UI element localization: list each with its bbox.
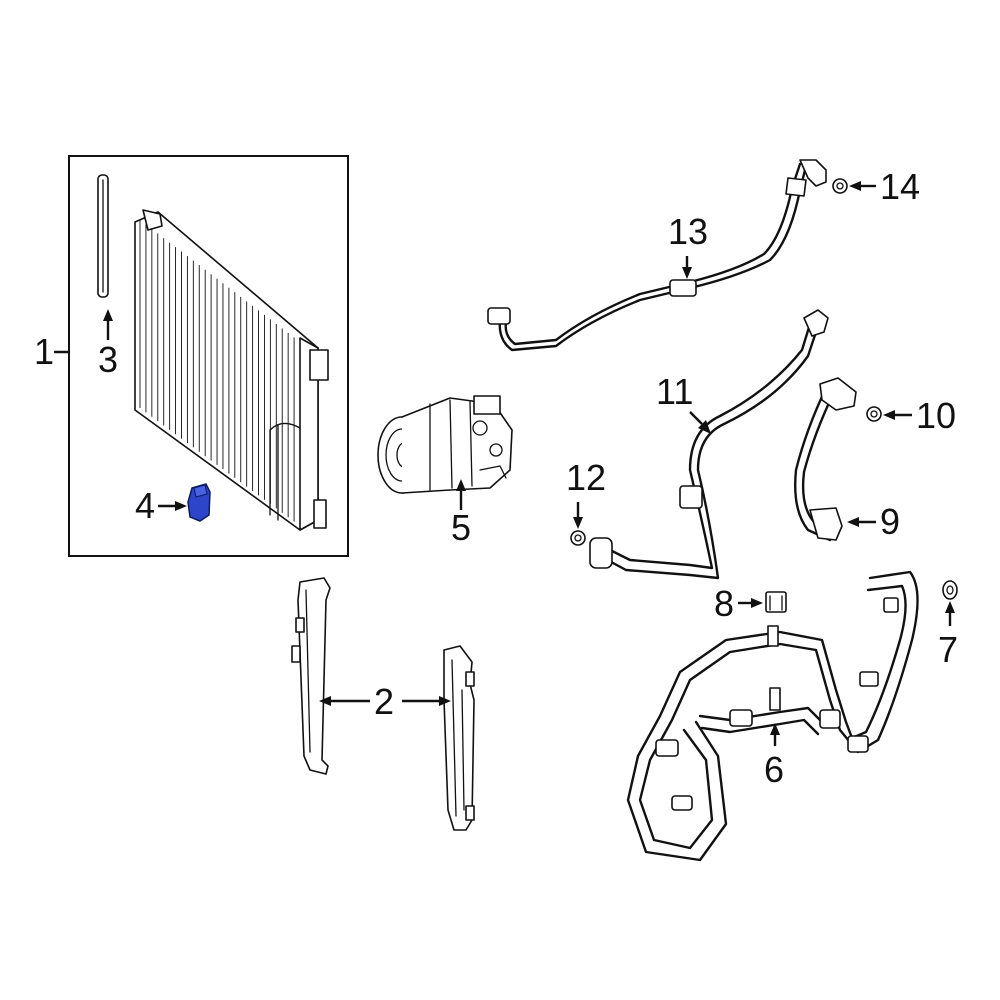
callout-1: 1 [34, 331, 54, 372]
o-ring-14[interactable] [832, 178, 848, 194]
condenser-assembly-group: 1 3 4 [34, 155, 349, 557]
brackets-group: 2 [291, 577, 475, 831]
o-ring-7[interactable] [942, 580, 958, 600]
o-ring-10[interactable] [866, 406, 882, 422]
callout-6: 6 [764, 749, 784, 790]
callout-2: 2 [374, 681, 394, 722]
condenser-mount-part-4[interactable] [187, 483, 211, 522]
callout-4: 4 [135, 485, 155, 526]
right-bracket[interactable] [443, 645, 475, 831]
condenser[interactable] [134, 209, 329, 531]
callout-12: 12 [566, 457, 606, 498]
callout-9: 9 [880, 501, 900, 542]
valve-core-8[interactable] [765, 591, 787, 613]
callout-14: 14 [880, 166, 920, 207]
hose-13[interactable] [487, 159, 827, 352]
callout-8: 8 [714, 583, 734, 624]
callout-10: 10 [916, 395, 956, 436]
left-bracket[interactable] [291, 577, 331, 775]
hose-11[interactable] [589, 309, 829, 580]
callout-13: 13 [668, 211, 708, 252]
drier-cartridge[interactable] [97, 174, 109, 298]
callout-5: 5 [451, 507, 471, 548]
o-ring-12[interactable] [570, 530, 586, 546]
callout-7: 7 [938, 629, 958, 670]
hose-9[interactable] [794, 377, 857, 542]
callout-3: 3 [98, 339, 118, 380]
hose-assembly-6[interactable] [626, 570, 919, 862]
callout-11: 11 [656, 371, 693, 412]
condenser-assembly-frame [68, 155, 349, 557]
compressor[interactable]: 5 [377, 395, 513, 548]
